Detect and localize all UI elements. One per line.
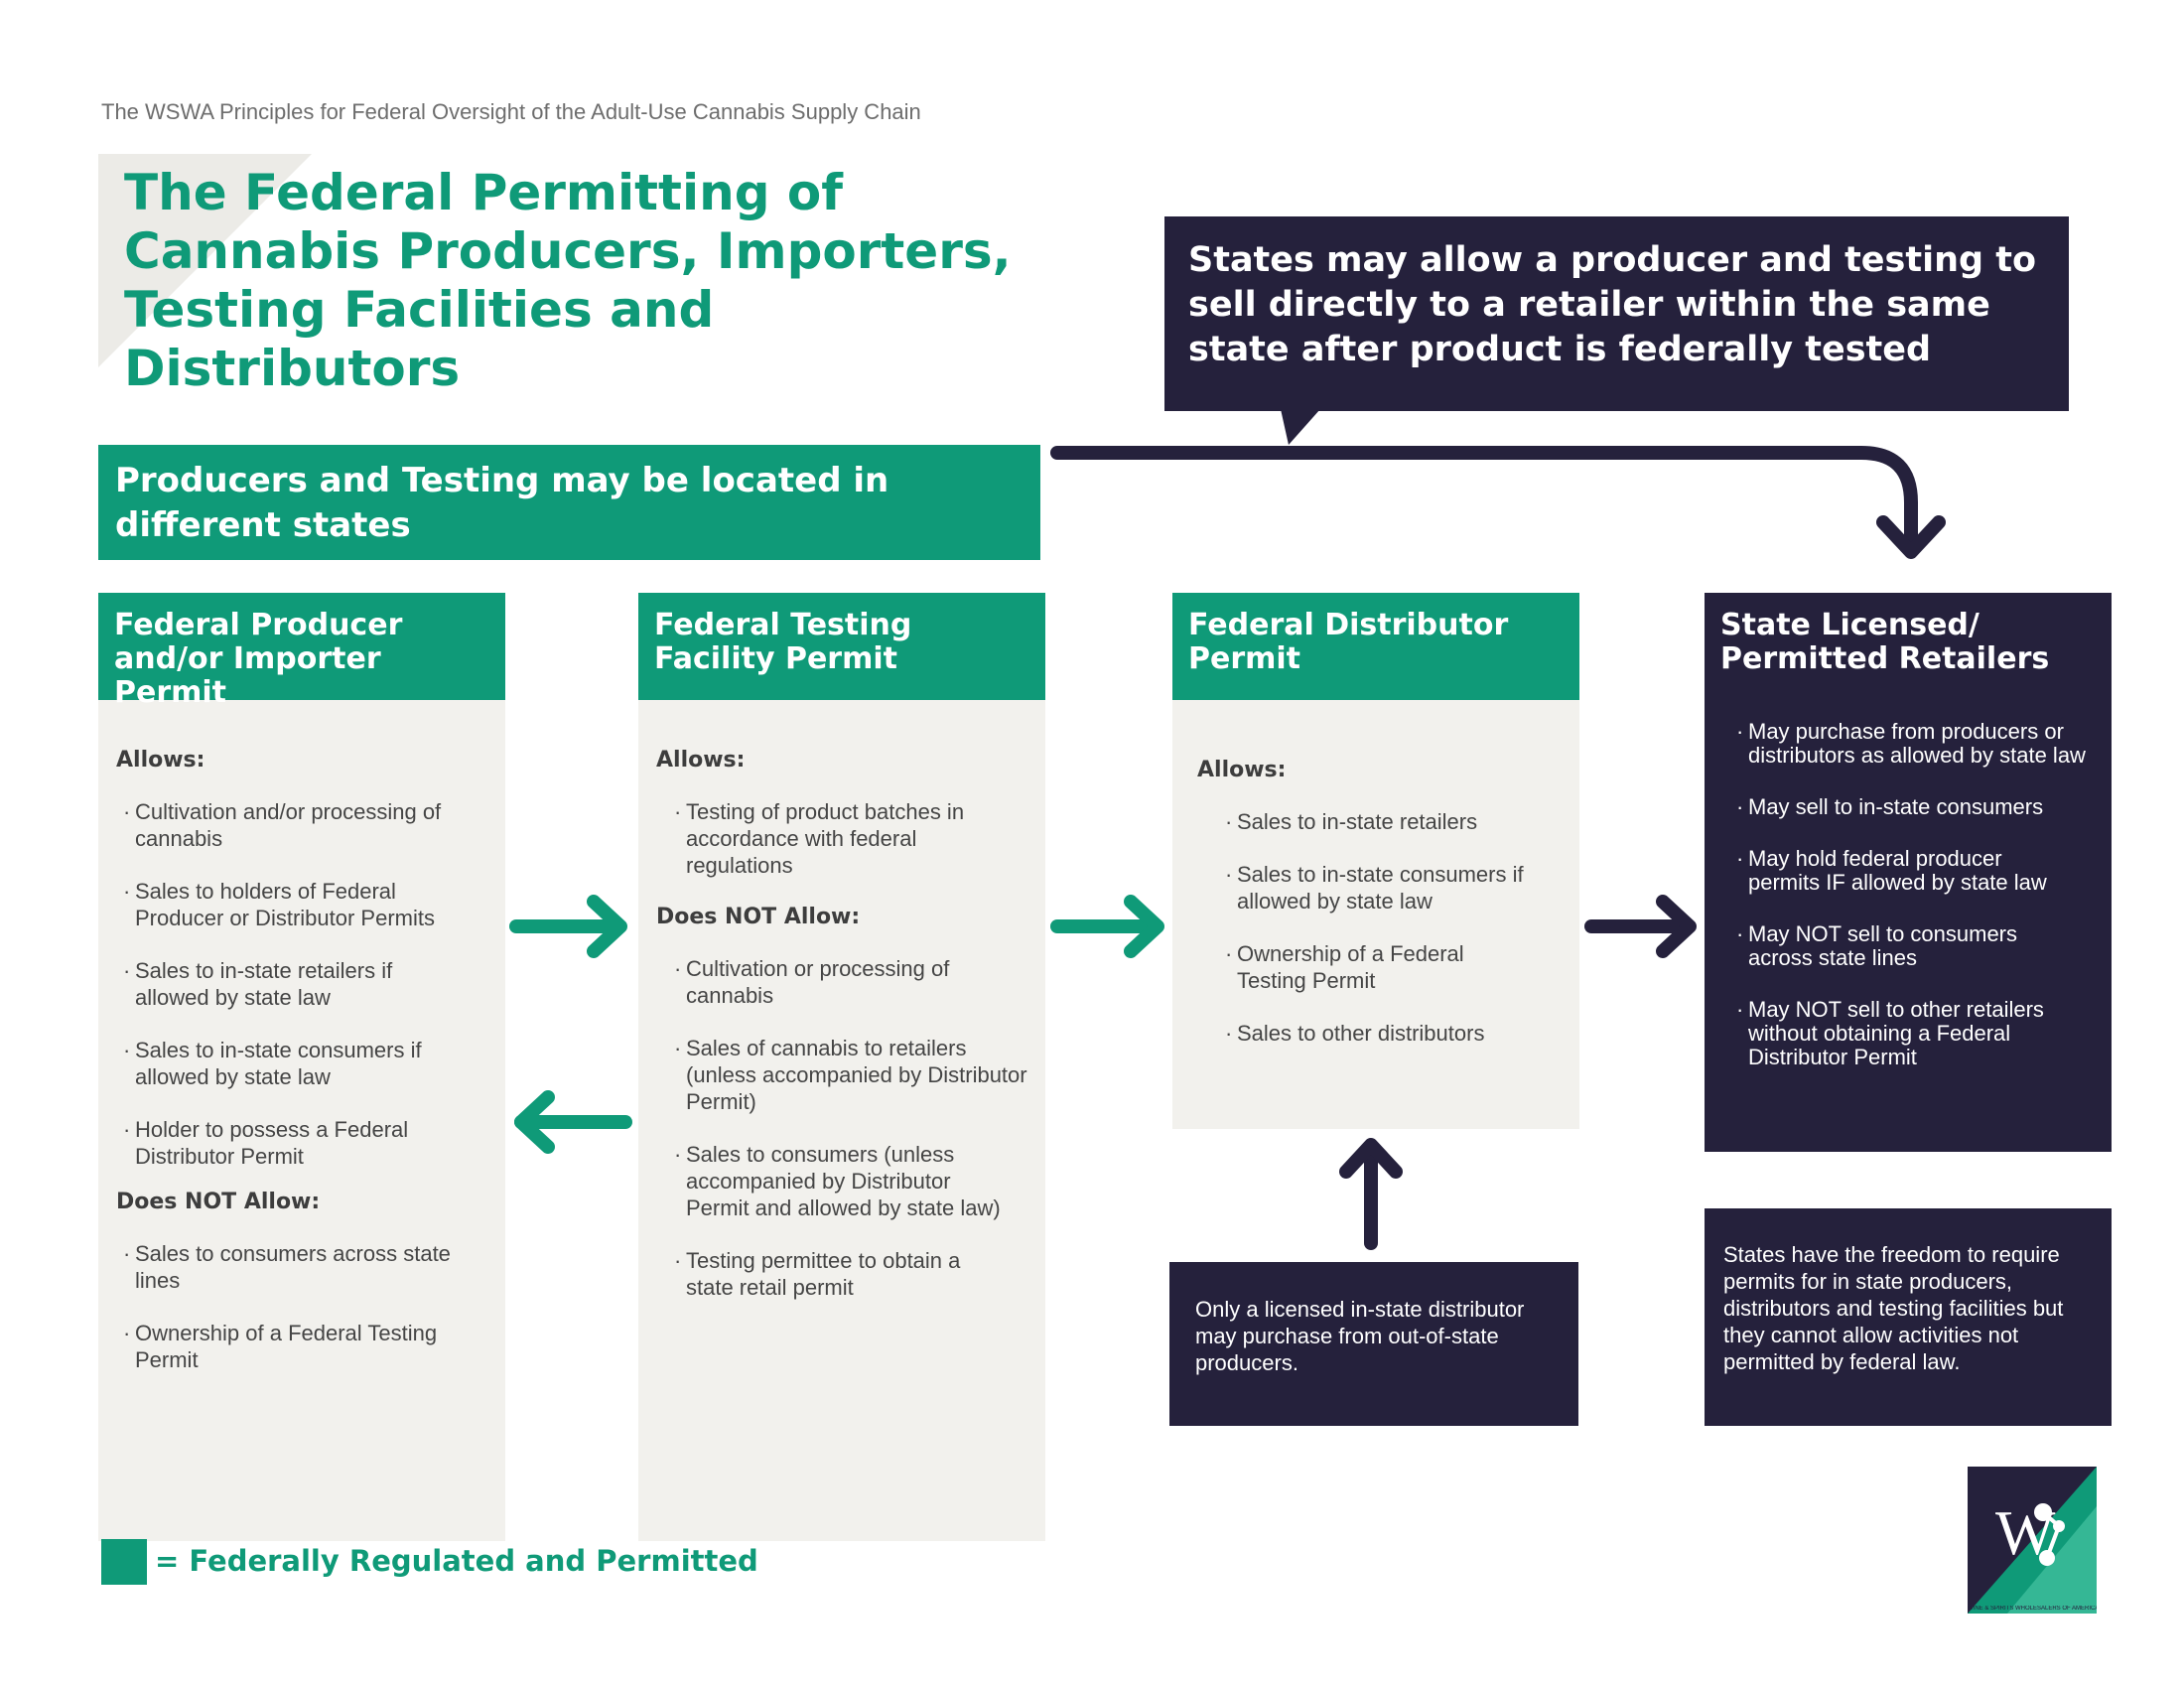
producer-allows-list: Cultivation and/or processing of cannabi…: [116, 798, 487, 1170]
testing-permit-title: Federal Testing Facility Permit: [654, 608, 912, 676]
testing-allows-list: Testing of product batches in accordance…: [656, 798, 1027, 879]
callout-text: States may allow a producer and testing …: [1188, 240, 2037, 369]
state-freedom-note: States have the freedom to require permi…: [1705, 1208, 2112, 1426]
state-note-text: States have the freedom to require permi…: [1723, 1242, 2064, 1374]
producer-permit-column: Federal Producer and/or Importer Permit …: [98, 593, 505, 1541]
arrow-distributor-to-retailer: [1584, 895, 1697, 958]
logo-caption: WINE & SPIRITS WHOLESALERS OF AMERICA: [1968, 1606, 2097, 1612]
legend-label: = Federally Regulated and Permitted: [155, 1544, 758, 1578]
producer-permit-title: Federal Producer and/or Importer Permit: [114, 608, 403, 710]
retailer-column: State Licensed/ Permitted Retailers May …: [1705, 593, 2112, 1152]
testing-permit-header: Federal Testing Facility Permit: [638, 593, 1045, 700]
producer-not-allowed-list: Sales to consumers across state lines Ow…: [116, 1240, 487, 1373]
direct-sales-callout: States may allow a producer and testing …: [1164, 216, 2069, 411]
list-item: Sales to consumers (unless accompanied b…: [674, 1141, 1004, 1221]
list-item: May NOT sell to other retailers without …: [1736, 998, 2096, 1069]
list-item: Sales to in-state retailers: [1225, 808, 1555, 835]
testing-allows-label: Allows:: [656, 748, 746, 773]
logo-letter: W: [1995, 1497, 2056, 1568]
list-item: Sales to holders of Federal Producer or …: [123, 878, 453, 931]
direct-sale-connector: [1050, 446, 1946, 559]
page-title: The Federal Permitting of Cannabis Produ…: [124, 164, 1012, 397]
testing-not-allowed-list: Cultivation or processing of cannabis Sa…: [656, 955, 1027, 1301]
arrow-testing-to-distributor: [1050, 895, 1164, 958]
distributor-note-text: Only a licensed in-state distributor may…: [1195, 1297, 1525, 1375]
arrow-testing-to-producer: [514, 1090, 632, 1154]
list-item: Sales to other distributors: [1225, 1020, 1555, 1047]
distributor-allows-list: Sales to in-state retailers Sales to in-…: [1197, 808, 1562, 1047]
distributor-allows-label: Allows:: [1197, 758, 1287, 782]
producer-not-allowed-label: Does NOT Allow:: [116, 1190, 321, 1214]
list-item: Testing permittee to obtain a state reta…: [674, 1247, 1004, 1301]
distributor-permit-title: Federal Distributor Permit: [1188, 608, 1509, 676]
list-item: May NOT sell to consumers across state l…: [1736, 922, 2076, 970]
list-item: Holder to possess a Federal Distributor …: [123, 1116, 463, 1170]
logo-graphic: [1968, 1467, 2097, 1614]
retailer-title: State Licensed/ Permitted Retailers: [1720, 608, 2050, 676]
document-kicker: The WSWA Principles for Federal Oversigh…: [101, 99, 921, 124]
banner-text: Producers and Testing may be located in …: [115, 461, 889, 545]
producer-permit-body: Allows: Cultivation and/or processing of…: [98, 700, 505, 1541]
list-item: Sales of cannabis to retailers (unless a…: [674, 1035, 1033, 1115]
list-item: Sales to in-state consumers if allowed b…: [123, 1037, 482, 1090]
producer-permit-header: Federal Producer and/or Importer Permit: [98, 593, 505, 710]
list-item: May sell to in-state consumers: [1736, 795, 2096, 820]
callout-pointer: [1281, 409, 1320, 445]
retailer-body: May purchase from producers or distribut…: [1705, 682, 2112, 1152]
retailer-items-list: May purchase from producers or distribut…: [1736, 720, 2096, 1069]
list-item: Sales to in-state retailers if allowed b…: [123, 957, 453, 1011]
list-item: Cultivation and/or processing of cannabi…: [123, 798, 473, 852]
list-item: Cultivation or processing of cannabis: [674, 955, 984, 1009]
testing-permit-column: Federal Testing Facility Permit Allows: …: [638, 593, 1045, 1541]
list-item: Ownership of a Federal Testing Permit: [123, 1320, 453, 1373]
legend-swatch: [101, 1539, 147, 1585]
list-item: Testing of product batches in accordance…: [674, 798, 1014, 879]
distributor-purchase-note: Only a licensed in-state distributor may…: [1169, 1262, 1578, 1426]
arrow-producer-to-testing: [509, 895, 627, 958]
list-item: Ownership of a Federal Testing Permit: [1225, 940, 1525, 994]
list-item: Sales to in-state consumers if allowed b…: [1225, 861, 1525, 914]
producer-allows-label: Allows:: [116, 748, 205, 773]
list-item: May purchase from producers or distribut…: [1736, 720, 2094, 768]
distributor-permit-body: Allows: Sales to in-state retailers Sale…: [1172, 700, 1579, 1129]
list-item: Sales to consumers across state lines: [123, 1240, 453, 1294]
list-item: May hold federal producer permits IF all…: [1736, 847, 2076, 895]
distributor-permit-header: Federal Distributor Permit: [1172, 593, 1579, 700]
retailer-header: State Licensed/ Permitted Retailers: [1705, 593, 2112, 682]
wswa-logo: W: [1968, 1467, 2097, 1614]
decorative-corner: [98, 154, 312, 367]
testing-permit-body: Allows: Testing of product batches in ac…: [638, 700, 1045, 1541]
arrow-note-to-distributor: [1339, 1138, 1403, 1250]
location-banner: Producers and Testing may be located in …: [98, 445, 1040, 560]
distributor-permit-column: Federal Distributor Permit Allows: Sales…: [1172, 593, 1579, 1129]
testing-not-allowed-label: Does NOT Allow:: [656, 905, 861, 929]
